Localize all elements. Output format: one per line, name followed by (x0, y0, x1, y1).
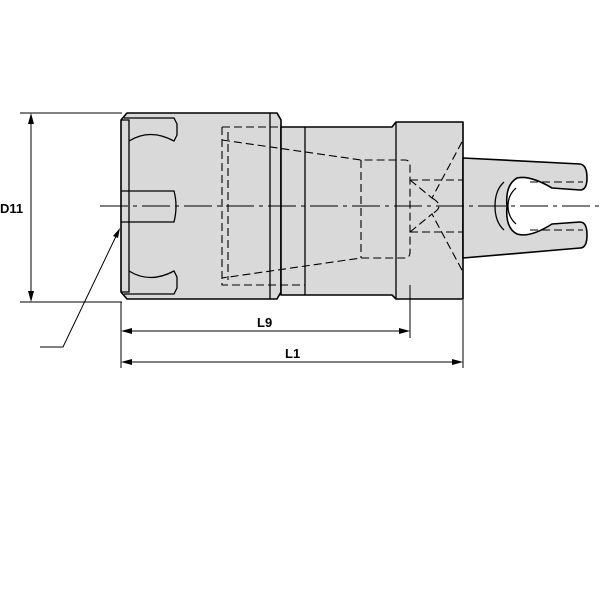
l1-label: L1 (285, 346, 301, 361)
d11-label: D11 (0, 201, 24, 216)
dimension-d11 (20, 112, 122, 303)
hidden-lines (221, 126, 464, 286)
l9-label: L9 (257, 315, 273, 330)
fork-end (462, 157, 588, 259)
leader-line (40, 228, 120, 348)
dimension-l1 (121, 300, 464, 368)
dimension-l9 (120, 285, 411, 368)
shank-body (280, 121, 464, 300)
